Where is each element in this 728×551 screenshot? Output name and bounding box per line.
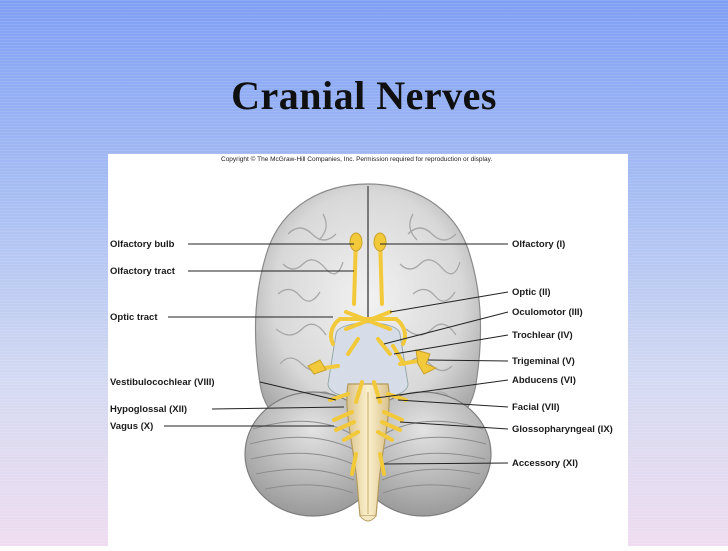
- label-optic-nerve: Optic (II): [512, 287, 551, 298]
- label-abducens-nerve: Abducens (VI): [512, 375, 576, 386]
- label-oculomotor-nerve: Oculomotor (III): [512, 307, 583, 318]
- label-facial-nerve: Facial (VII): [512, 402, 560, 413]
- brainstem: [346, 383, 390, 522]
- trigeminal-ganglion: [307, 359, 327, 375]
- olfactory-bulb: [349, 232, 363, 252]
- olfactory-bulb: [373, 232, 387, 252]
- copyright-notice: Copyright © The McGraw-Hill Companies, I…: [221, 156, 493, 163]
- label-vestibulocochlear: Vestibulocochlear (VIII): [110, 377, 215, 388]
- label-glossopharyngeal-nerve: Glossopharyngeal (IX): [512, 424, 613, 435]
- right-labels: Olfactory (I) Optic (II) Oculomotor (III…: [512, 239, 613, 469]
- label-accessory-nerve: Accessory (XI): [512, 458, 578, 469]
- label-trigeminal-nerve: Trigeminal (V): [512, 356, 575, 367]
- label-olfactory-nerve: Olfactory (I): [512, 239, 565, 250]
- label-olfactory-bulb: Olfactory bulb: [110, 239, 175, 250]
- label-optic-tract: Optic tract: [110, 312, 158, 323]
- brain-diagram: Olfactory bulb Olfactory tract Optic tra…: [110, 183, 613, 522]
- trigeminal-ganglion: [415, 349, 438, 375]
- label-vagus: Vagus (X): [110, 421, 153, 432]
- leader-lines: [164, 243, 509, 465]
- slide-title: Cranial Nerves: [231, 73, 497, 118]
- left-labels: Olfactory bulb Olfactory tract Optic tra…: [110, 239, 215, 432]
- cranial-nerves-figure: Copyright © The McGraw-Hill Companies, I…: [108, 154, 628, 546]
- label-trochlear-nerve: Trochlear (IV): [512, 330, 573, 341]
- label-olfactory-tract: Olfactory tract: [110, 266, 176, 277]
- label-hypoglossal: Hypoglossal (XII): [110, 404, 187, 415]
